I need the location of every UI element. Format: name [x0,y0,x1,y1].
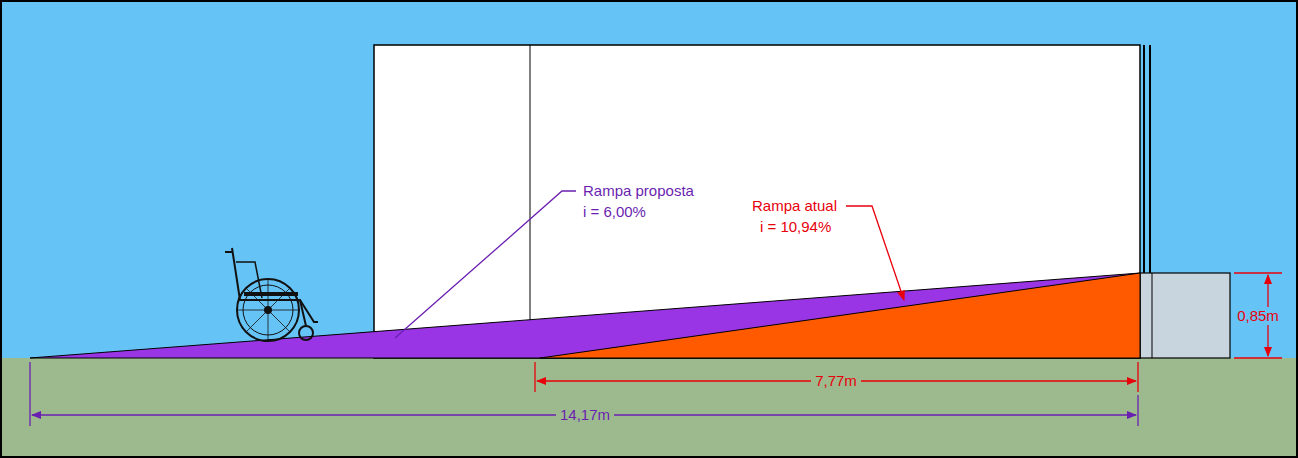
current-ramp [540,273,1140,358]
dimension-line [1234,273,1282,358]
proposed-ramp [30,273,1140,358]
platform [1140,273,1230,358]
callout-label: Rampa proposta [583,182,694,200]
callout-label: i = 10,94% [760,218,831,236]
leader-line [846,206,904,300]
sky [0,0,1298,358]
dimension-line [535,362,1138,392]
callout-label: i = 6,00% [583,203,646,221]
callout-label: Rampa atual [752,197,837,215]
ground [0,358,1298,458]
dimension-label: 7,77m [811,372,861,390]
dimension-line [30,362,1138,426]
dimension-label: 0,85m [1233,307,1283,325]
wheelchair [225,248,318,341]
dimension-label: 14,17m [556,406,614,424]
leader-line [395,191,576,338]
